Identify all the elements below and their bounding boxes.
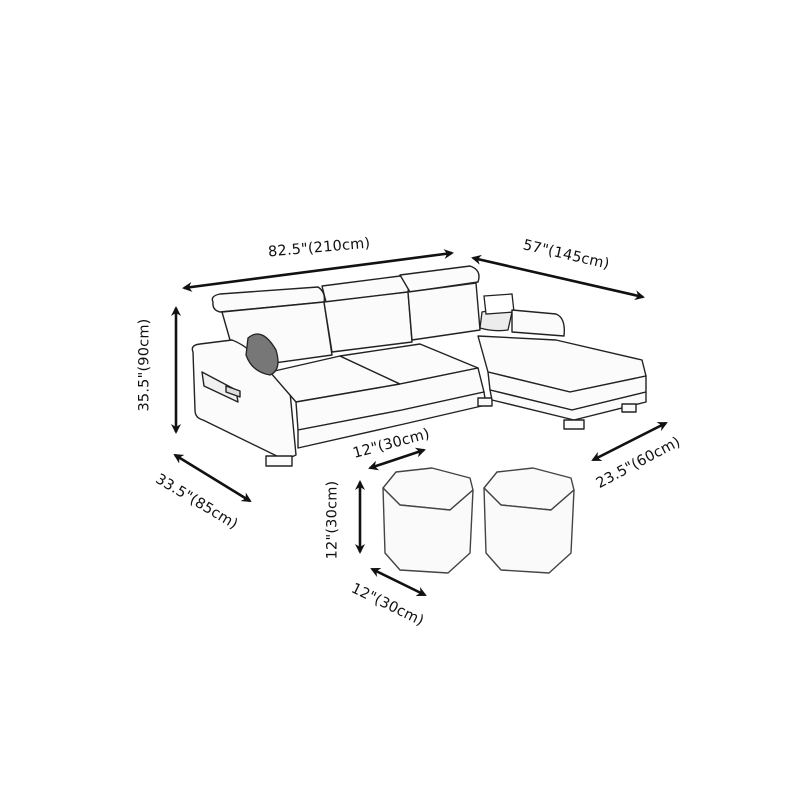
side-pocket [201, 371, 239, 403]
headrest-right [399, 265, 480, 293]
sofa-main [191, 265, 493, 467]
chaise-front-base [489, 389, 647, 421]
leg-middle [477, 397, 493, 407]
leg-chaise-front [563, 419, 585, 430]
arrow-sofa-depth [173, 453, 252, 503]
ottoman-right [483, 467, 575, 574]
arrow-ottoman-depth [370, 567, 427, 597]
back-cushion-middle [323, 291, 413, 353]
pocket-device [225, 385, 241, 398]
ottoman-left [382, 467, 474, 574]
arrow-sofa-width [182, 249, 454, 292]
arrow-chaise-length [471, 254, 645, 301]
back-cushion-right [407, 282, 481, 341]
pillow-chaise-back [483, 293, 515, 315]
leg-chaise-right [621, 403, 637, 413]
arrow-ottoman-width [368, 447, 426, 471]
label-ottoman-height: 12"(30cm) [324, 480, 341, 560]
chaise-armrest [511, 309, 566, 337]
leg-front-left [265, 455, 293, 467]
pillows [245, 293, 515, 376]
dimension-arrows [171, 249, 668, 597]
chaise [477, 309, 647, 430]
ottomans [382, 467, 575, 574]
arrow-chaise-width [591, 421, 668, 462]
label-sofa-height: 35.5"(90cm) [136, 318, 153, 412]
pillow-checkered [245, 333, 279, 376]
